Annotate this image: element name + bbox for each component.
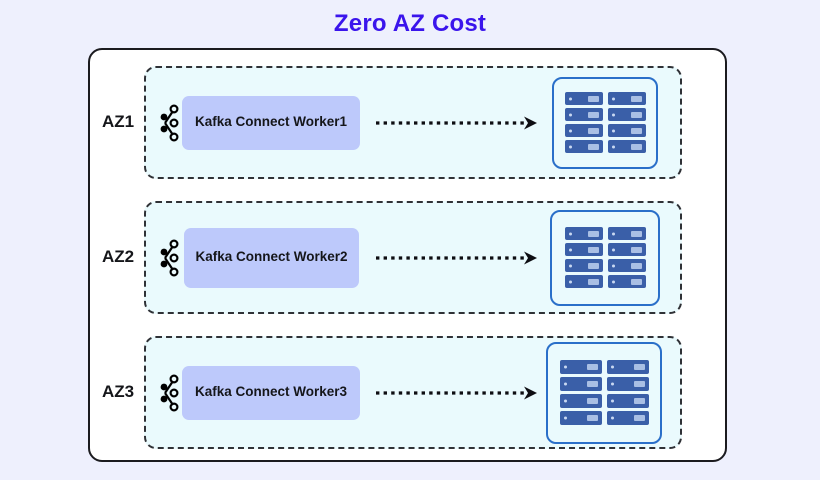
server-unit-grid: [564, 227, 646, 288]
kafka-logo-icon: [156, 238, 182, 277]
az-zone-box: Kafka Connect Worker2: [144, 201, 682, 314]
dotted-arrow-right-icon: [374, 115, 544, 131]
server-unit: [607, 243, 646, 256]
page-title: Zero AZ Cost: [333, 10, 487, 37]
server-unit: [559, 411, 602, 425]
az-row: AZ1 Kafka Connect Worker1: [90, 60, 729, 184]
dotted-arrow-right-icon: [374, 385, 544, 401]
server-unit: [564, 108, 603, 121]
kafka-connect-worker-box[interactable]: Kafka Connect Worker3: [182, 365, 360, 420]
server-unit: [606, 360, 649, 374]
az-label: AZ1: [101, 112, 135, 131]
server-unit: [559, 360, 602, 374]
server-rack-icon: [552, 76, 658, 169]
server-unit: [564, 275, 603, 288]
kafka-connect-worker-box[interactable]: Kafka Connect Worker1: [182, 95, 360, 150]
server-unit: [607, 140, 646, 153]
server-unit: [564, 92, 603, 105]
dotted-arrow-right-icon: [374, 250, 544, 266]
server-unit: [564, 140, 603, 153]
server-unit: [606, 377, 649, 391]
server-unit: [564, 227, 603, 240]
server-unit: [607, 259, 646, 272]
az-zone-box: Kafka Connect Worker3: [144, 336, 682, 449]
kafka-logo-icon: [156, 373, 182, 412]
server-unit: [559, 377, 602, 391]
diagram-outer-container: AZ1 Kafka Connect Worker1: [88, 48, 727, 462]
server-unit: [607, 108, 646, 121]
server-unit: [607, 275, 646, 288]
server-unit: [564, 243, 603, 256]
kafka-connect-worker-box[interactable]: Kafka Connect Worker2: [184, 227, 359, 288]
server-unit: [607, 92, 646, 105]
server-unit: [606, 394, 649, 408]
server-unit: [607, 124, 646, 137]
az-label: AZ3: [101, 382, 135, 401]
server-unit: [564, 259, 603, 272]
server-rack-icon: [550, 209, 660, 306]
az-label: AZ2: [101, 247, 135, 266]
az-row: AZ2 Kafka Connect Worker2: [90, 195, 729, 319]
server-unit: [559, 394, 602, 408]
server-rack-icon: [546, 341, 662, 444]
server-unit: [606, 411, 649, 425]
az-row: AZ3 Kafka Connect Worker3: [90, 330, 729, 454]
server-unit: [564, 124, 603, 137]
server-unit: [607, 227, 646, 240]
kafka-logo-icon: [156, 103, 182, 142]
server-unit-grid: [559, 360, 649, 425]
az-zone-box: Kafka Connect Worker1: [144, 66, 682, 179]
server-unit-grid: [564, 92, 646, 153]
